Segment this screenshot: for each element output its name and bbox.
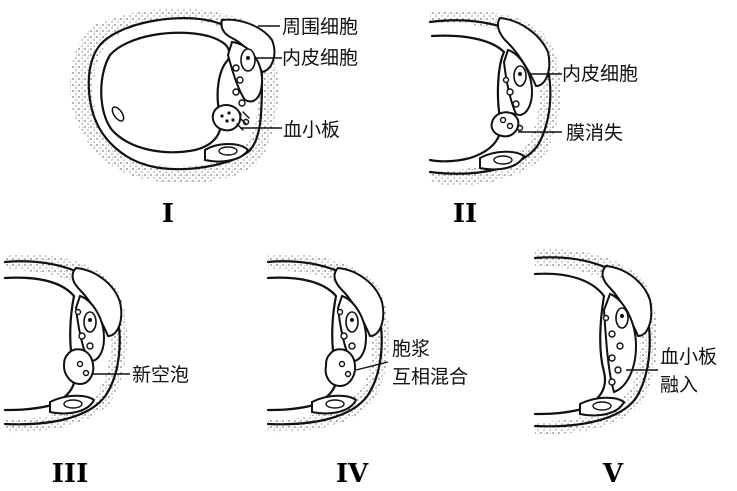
- panel-2-numeral: II: [453, 199, 477, 229]
- panel-4: 胞浆 互相混合 IV: [266, 253, 468, 489]
- panel-4-numeral: IV: [336, 459, 369, 489]
- panel-4-label-intermixing: 互相混合: [392, 366, 468, 388]
- panel-3-label-new-vacuole: 新空泡: [132, 364, 189, 386]
- panel-2-label-endothelial: 内皮细胞: [562, 63, 638, 85]
- panel-5-numeral: V: [602, 459, 624, 489]
- panel-5-pericyte: [601, 264, 653, 338]
- panel-2-lumen: [428, 34, 506, 163]
- panel-5-vessel-wall: [533, 256, 651, 428]
- panel-1-numeral: I: [162, 199, 174, 229]
- panel-1-label-platelet: 血小板: [283, 119, 340, 141]
- panel-1-label-pericyte: 周围细胞: [282, 16, 358, 38]
- panel-4-merged-cytoplasm: [324, 348, 356, 388]
- panel-4-lumen: [266, 276, 339, 412]
- panel-4-vessel-wall: [266, 260, 383, 426]
- panel-1-platelet: [211, 104, 242, 132]
- panel-3: 新空泡 III: [3, 253, 189, 489]
- panel-2-platelet: [490, 111, 520, 138]
- panel-2: 内皮细胞 膜消失 II: [428, 10, 638, 229]
- panel-1-label-endothelial: 内皮细胞: [282, 47, 358, 69]
- panel-5-label-platelet: 血小板: [660, 346, 717, 368]
- panel-5-label-incorporation: 融入: [660, 374, 698, 396]
- panel-3-lumen: [3, 276, 77, 412]
- panel-5-granules: [602, 314, 624, 386]
- panel-2-label-membrane-loss: 膜消失: [566, 122, 623, 144]
- panel-2-tissue: [430, 10, 561, 186]
- panel-1: 周围细胞 内皮细胞 血小板 I: [69, 8, 358, 229]
- panel-2-pericyte: [496, 16, 551, 88]
- panel-3-numeral: III: [52, 459, 89, 489]
- panel-3-pericyte: [71, 266, 123, 338]
- panel-1-vessel-wall: [87, 17, 264, 171]
- panel-1-lumen: [100, 31, 231, 154]
- panel-4-pericyte: [333, 266, 385, 338]
- panel-5: 血小板 融入 V: [533, 249, 717, 489]
- panel-3-vessel-wall: [3, 260, 121, 426]
- panel-5-lumen: [533, 272, 607, 416]
- panel-4-label-cytoplasm: 胞浆: [392, 338, 430, 360]
